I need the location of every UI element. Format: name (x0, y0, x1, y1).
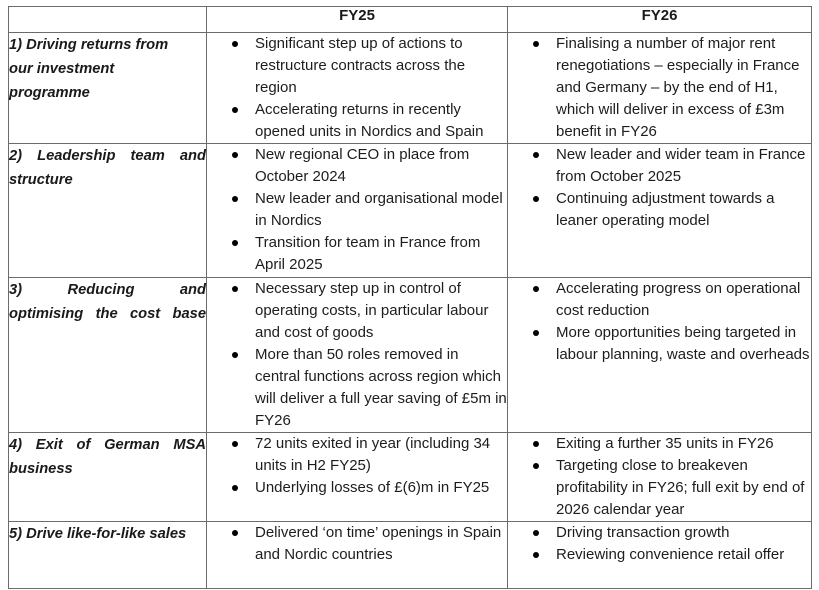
bullet-icon (232, 240, 238, 246)
fy26-cell: New leader and wider team in France from… (507, 143, 812, 278)
bullet-icon (232, 441, 238, 447)
bullet-item: Targeting close to breakeven profitabili… (508, 455, 811, 521)
bullet-text: New leader and organisational model in N… (255, 190, 503, 229)
bullet-item: Reviewing convenience retail offer (508, 544, 811, 566)
bullet-icon (232, 352, 238, 358)
bullet-icon (533, 196, 539, 202)
bullet-icon (232, 107, 238, 113)
bullet-text: Finalising a number of major rent renego… (556, 35, 800, 140)
bullet-text: New regional CEO in place from October 2… (255, 146, 470, 185)
row-label-investment-programme: 1) Driving returns from our investment p… (8, 32, 207, 144)
bullet-text: Delivered ‘on time’ openings in Spain an… (255, 524, 502, 563)
bullet-text: Necessary step up in control of operatin… (255, 280, 489, 341)
bullet-item: Significant step up of actions to restru… (207, 33, 507, 99)
fy25-cell: 72 units exited in year (including 34 un… (206, 432, 508, 522)
table-row: 3) Reducing and optimising the cost base… (8, 277, 812, 433)
bullet-text: New leader and wider team in France from… (556, 146, 806, 185)
bullet-text: 72 units exited in year (including 34 un… (255, 435, 491, 474)
fy26-cell: Accelerating progress on operational cos… (507, 277, 812, 433)
row-label-cost-base: 3) Reducing and optimising the cost base (8, 277, 207, 433)
row-label-like-for-like: 5) Drive like-for-like sales (8, 521, 207, 589)
bullet-item: New leader and wider team in France from… (508, 144, 811, 188)
bullet-item: Necessary step up in control of operatin… (207, 278, 507, 344)
bullet-item: Delivered ‘on time’ openings in Spain an… (207, 522, 507, 566)
header-cell-fy26: FY26 (507, 6, 812, 33)
bullet-item: New leader and organisational model in N… (207, 188, 507, 232)
bullet-icon (533, 152, 539, 158)
bullet-item: Transition for team in France from April… (207, 232, 507, 276)
bullet-icon (533, 441, 539, 447)
fy26-cell: Finalising a number of major rent renego… (507, 32, 812, 144)
bullet-icon (533, 530, 539, 536)
bullet-icon (232, 530, 238, 536)
bullet-text: Significant step up of actions to restru… (255, 35, 466, 96)
bullet-text: Targeting close to breakeven profitabili… (556, 457, 805, 518)
bullet-item: More opportunities being targeted in lab… (508, 322, 811, 366)
bullet-icon (232, 485, 238, 491)
table-row: 4) Exit of German MSA business 72 units … (8, 432, 812, 522)
comparison-table-container: FY25 FY26 1) Driving returns from our in… (8, 6, 812, 589)
bullet-item: More than 50 roles removed in central fu… (207, 344, 507, 432)
bullet-item: Finalising a number of major rent renego… (508, 33, 811, 143)
header-row: FY25 FY26 (8, 6, 812, 33)
fy25-cell: New regional CEO in place from October 2… (206, 143, 508, 278)
fy26-cell: Driving transaction growth Reviewing con… (507, 521, 812, 589)
bullet-text: Accelerating returns in recently opened … (255, 101, 484, 140)
bullet-item: Continuing adjustment towards a leaner o… (508, 188, 811, 232)
bullet-text: Exiting a further 35 units in FY26 (556, 435, 774, 452)
bullet-icon (232, 196, 238, 202)
bullet-text: More than 50 roles removed in central fu… (255, 346, 507, 429)
fy25-cell: Significant step up of actions to restru… (206, 32, 508, 144)
table-row: 1) Driving returns from our investment p… (8, 32, 812, 144)
row-label-german-msa: 4) Exit of German MSA business (8, 432, 207, 522)
bullet-text: Transition for team in France from April… (255, 234, 481, 273)
bullet-item: Underlying losses of £(6)m in FY25 (207, 477, 507, 499)
bullet-item: Accelerating progress on operational cos… (508, 278, 811, 322)
bullet-icon (533, 41, 539, 47)
fy25-cell: Delivered ‘on time’ openings in Spain an… (206, 521, 508, 589)
bullet-item: Exiting a further 35 units in FY26 (508, 433, 811, 455)
row-label-leadership: 2) Leadership team and structure (8, 143, 207, 278)
bullet-text: Underlying losses of £(6)m in FY25 (255, 479, 490, 496)
fy25-cell: Necessary step up in control of operatin… (206, 277, 508, 433)
bullet-item: 72 units exited in year (including 34 un… (207, 433, 507, 477)
bullet-icon (533, 463, 539, 469)
bullet-icon (533, 552, 539, 558)
bullet-text: More opportunities being targeted in lab… (556, 324, 810, 363)
bullet-icon (232, 41, 238, 47)
comparison-table: FY25 FY26 1) Driving returns from our in… (8, 6, 812, 589)
table-row: 5) Drive like-for-like sales Delivered ‘… (8, 521, 812, 589)
bullet-icon (232, 286, 238, 292)
bullet-icon (232, 152, 238, 158)
bullet-item: Accelerating returns in recently opened … (207, 99, 507, 143)
bullet-item: Driving transaction growth (508, 522, 811, 544)
bullet-text: Accelerating progress on operational cos… (556, 280, 801, 319)
fy26-cell: Exiting a further 35 units in FY26 Targe… (507, 432, 812, 522)
table-row: 2) Leadership team and structure New reg… (8, 143, 812, 278)
bullet-text: Continuing adjustment towards a leaner o… (556, 190, 775, 229)
bullet-icon (533, 330, 539, 336)
bullet-icon (533, 286, 539, 292)
bullet-text: Driving transaction growth (556, 524, 730, 541)
header-cell-fy25: FY25 (206, 6, 508, 33)
bullet-item: New regional CEO in place from October 2… (207, 144, 507, 188)
bullet-text: Reviewing convenience retail offer (556, 546, 785, 563)
header-cell-blank (8, 6, 207, 33)
